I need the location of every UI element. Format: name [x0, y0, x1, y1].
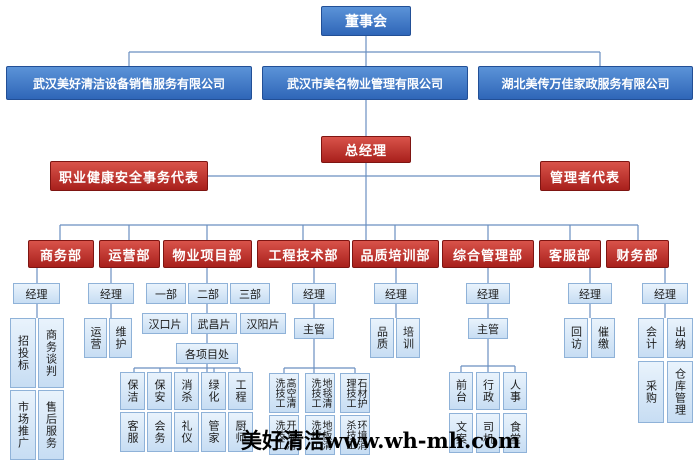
- finance-purchasing: 采购: [638, 361, 664, 423]
- quality-manager: 经理: [374, 283, 418, 304]
- role-butler: 管家: [201, 412, 226, 452]
- ops-maintenance: 维护: [109, 318, 132, 358]
- dept-property-projects: 物业项目部: [163, 240, 252, 268]
- finance-warehouse: 仓库管理: [667, 361, 693, 423]
- admin-canteen: 食堂: [503, 413, 527, 453]
- quality-quality: 品质: [370, 318, 394, 358]
- admin-drivers: 司机: [476, 413, 500, 453]
- commerce-negotiation: 商务谈判: [38, 318, 64, 388]
- commerce-after-sales: 售后服务: [38, 390, 64, 460]
- tech-initial-cleaning: 开荒清洗技工: [269, 415, 299, 455]
- role-security: 保安: [147, 372, 172, 410]
- property-section-3: 三部: [230, 283, 270, 304]
- management-representative-box: 管理者代表: [540, 161, 630, 191]
- admin-supervisor: 主管: [468, 318, 508, 339]
- service-manager: 经理: [568, 283, 612, 304]
- company-cleaning-equipment-box: 武汉美好清洁设备销售服务有限公司: [6, 66, 252, 100]
- role-cleaning: 保洁: [120, 372, 145, 410]
- role-customer-service: 客服: [120, 412, 145, 452]
- admin-manager: 经理: [466, 283, 510, 304]
- company-property-management-box: 武汉市美名物业管理有限公司: [262, 66, 468, 100]
- role-etiquette: 礼仪: [174, 412, 199, 452]
- finance-accounting: 会计: [638, 318, 664, 358]
- watermark-text: 美好清洁www.wh-mh.com: [241, 428, 521, 453]
- admin-documents: 文案: [449, 413, 473, 453]
- tech-stone: 石材护理技工: [340, 373, 370, 413]
- tech-floor: 地板清洗技工: [305, 415, 335, 455]
- property-section-1: 一部: [146, 283, 186, 304]
- dept-customer-service: 客服部: [539, 240, 601, 268]
- property-projects-office: 各项目处: [176, 343, 238, 364]
- commerce-marketing: 市场推广: [10, 390, 36, 460]
- ops-operations: 运营: [84, 318, 107, 358]
- ehs-representative-box: 职业健康安全事务代表: [50, 161, 208, 191]
- company-housekeeping-box: 湖北美传万佳家政服务有限公司: [478, 66, 693, 100]
- quality-training: 培训: [396, 318, 420, 358]
- board-of-directors-box: 董事会: [321, 6, 411, 36]
- property-area-hankou: 汉口片: [142, 313, 188, 334]
- ops-manager: 经理: [88, 283, 134, 304]
- property-section-2: 二部: [188, 283, 228, 304]
- property-area-wuchang: 武昌片: [191, 313, 237, 334]
- tech-carpet: 地毯清洗技工: [305, 373, 335, 413]
- role-engineering: 工程: [228, 372, 253, 410]
- service-follow-up: 回访: [564, 318, 588, 358]
- general-manager-box: 总经理: [321, 136, 411, 163]
- commerce-manager: 经理: [13, 283, 60, 304]
- property-area-hanyang: 汉阳片: [240, 313, 286, 334]
- tech-high-altitude: 高空清洗技工: [269, 373, 299, 413]
- role-conference: 会务: [147, 412, 172, 452]
- dept-engineering: 工程技术部: [257, 240, 350, 268]
- dept-finance: 财务部: [606, 240, 669, 268]
- tech-disinfection: 环境消杀技工: [340, 415, 370, 455]
- engineering-manager: 经理: [292, 283, 336, 304]
- admin-administration: 行政: [476, 372, 500, 410]
- finance-cashier: 出纳: [667, 318, 693, 358]
- service-collection: 催缴: [591, 318, 615, 358]
- dept-operations: 运营部: [99, 240, 160, 268]
- engineering-supervisor: 主管: [294, 318, 334, 339]
- admin-hr: 人事: [503, 372, 527, 410]
- finance-manager: 经理: [642, 283, 688, 304]
- dept-quality-training: 品质培训部: [352, 240, 439, 268]
- role-landscaping: 绿化: [201, 372, 226, 410]
- admin-reception: 前台: [449, 372, 473, 410]
- dept-commerce: 商务部: [28, 240, 94, 268]
- dept-admin: 综合管理部: [442, 240, 534, 268]
- commerce-bidding: 招投标: [10, 318, 36, 388]
- role-pest-control: 消杀: [174, 372, 199, 410]
- role-chef: 厨师: [228, 412, 253, 452]
